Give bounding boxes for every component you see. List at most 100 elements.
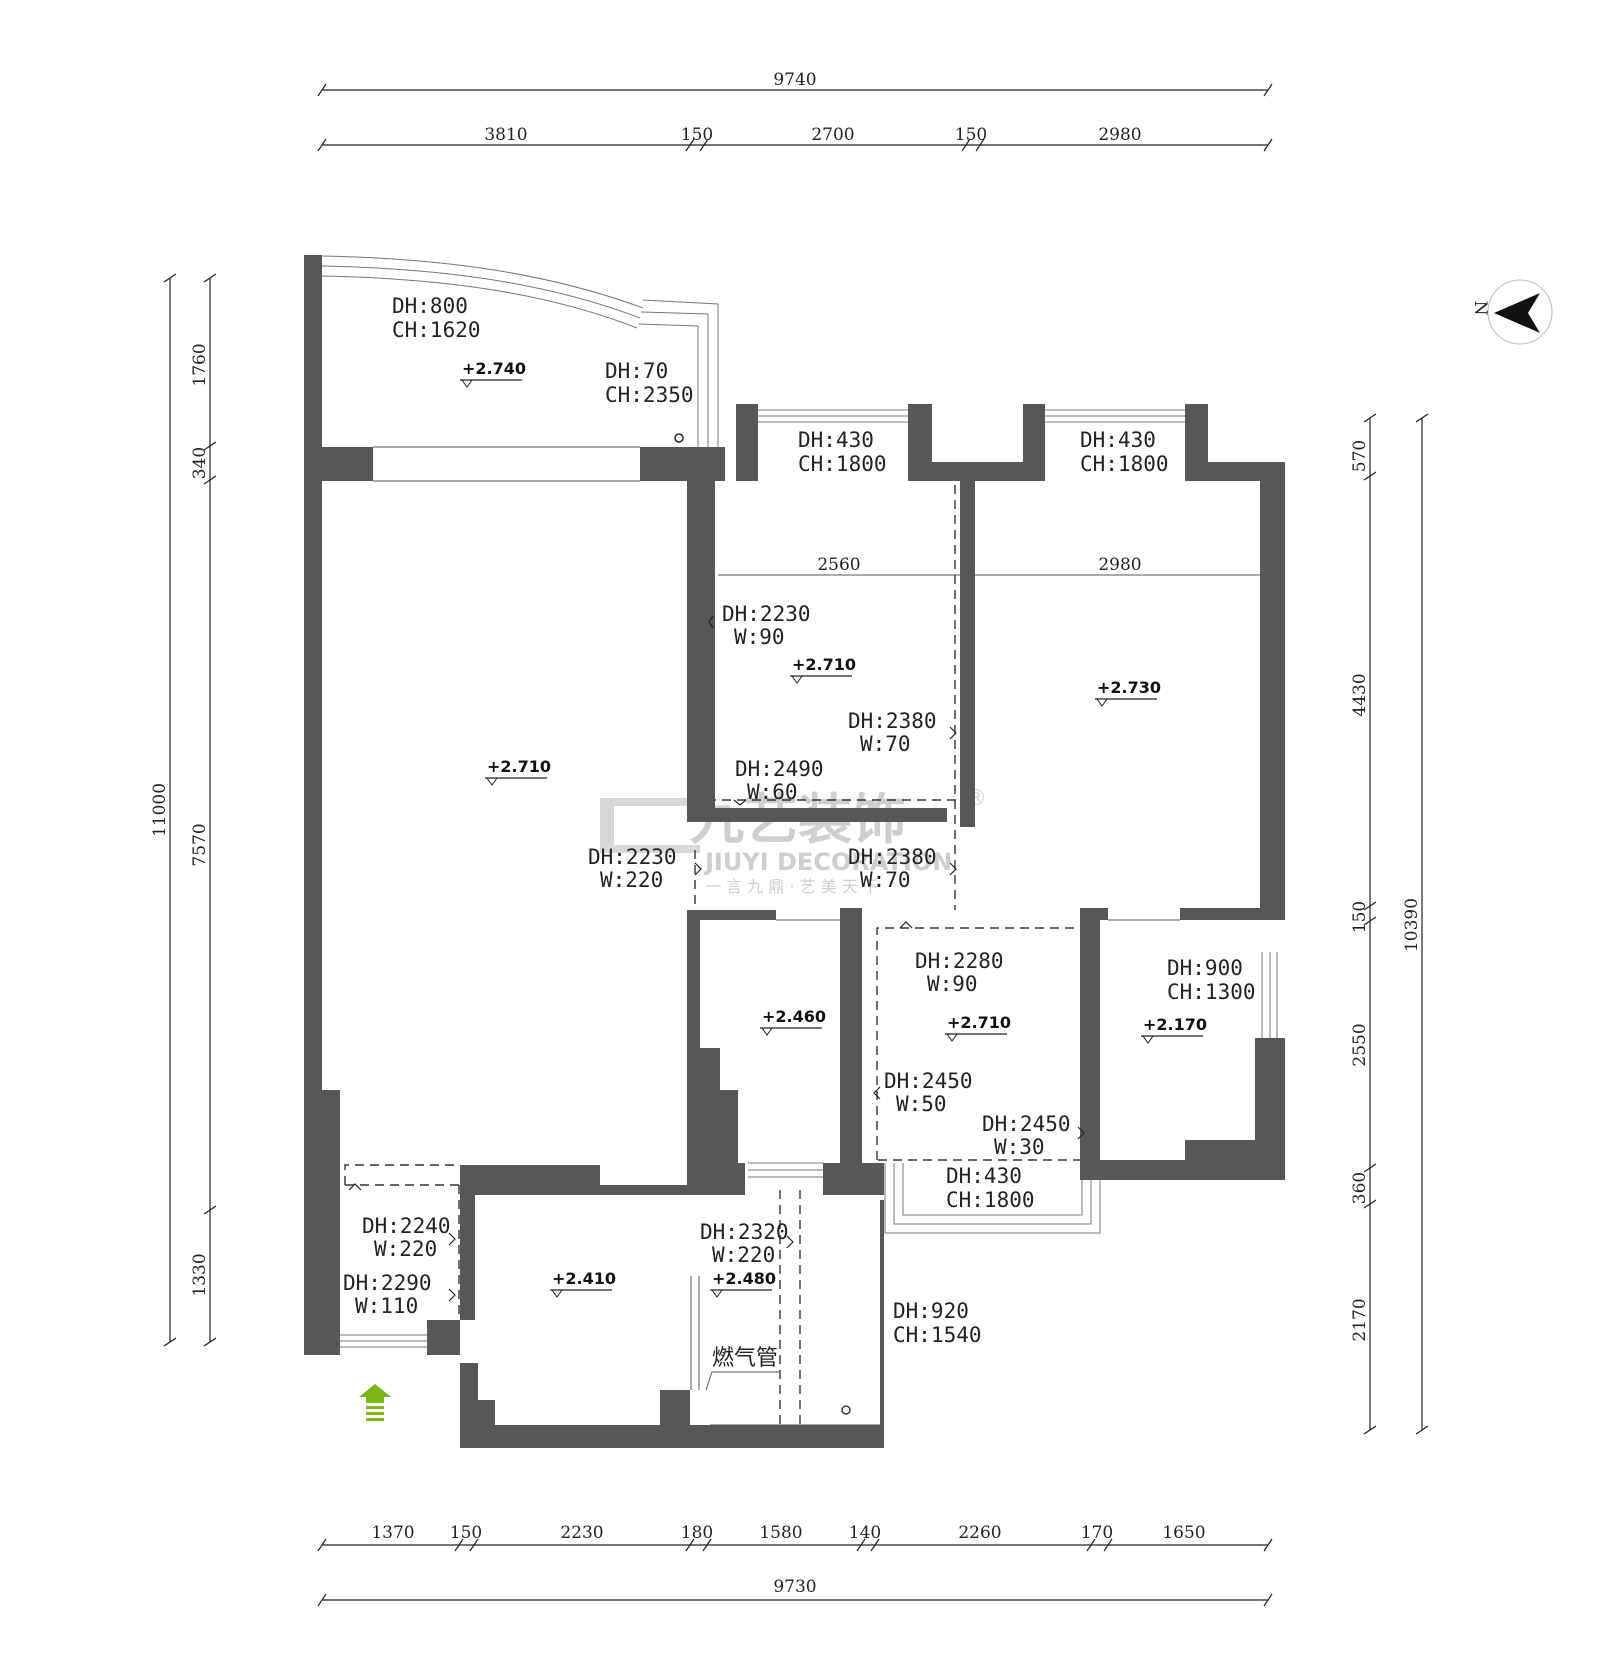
dim-left-seg: 1330 [190, 1253, 210, 1296]
opening-note: DH:430 [798, 428, 874, 452]
svg-text:+2.710: +2.710 [792, 655, 856, 674]
dim-left-seg: 1760 [190, 343, 210, 386]
opening-note: DH:2380 [848, 709, 937, 733]
opening-note: DH:2380 [848, 845, 937, 869]
dim-top-seg: 2700 [811, 125, 854, 145]
dim-room-width: 2560 [817, 555, 860, 575]
gas-pipe-label: 燃气管 [712, 1346, 778, 1371]
opening-note: DH:430 [946, 1164, 1022, 1188]
dimension-lines [163, 83, 1429, 1607]
dimension-labels: 9740 3810 150 2700 150 2980 1370 150 223… [150, 70, 1422, 1597]
opening-note: DH:2490 [735, 757, 824, 781]
opening-note: DH:2240 [362, 1214, 451, 1238]
dim-left-seg: 7570 [190, 823, 210, 866]
dim-right-seg: 4430 [1350, 673, 1370, 716]
walls [304, 255, 1285, 1448]
svg-text:+2.480: +2.480 [712, 1269, 776, 1288]
opening-note: CH:2350 [605, 383, 694, 407]
opening-note: DH:900 [1167, 956, 1243, 980]
opening-note: DH:2450 [982, 1112, 1071, 1136]
opening-note: CH:1800 [946, 1188, 1035, 1212]
watermark: 九艺装饰 ® JIUYI DECORATION 一 言 九 鼎 · 艺 美 天 … [600, 786, 987, 896]
dim-bottom-total: 9730 [773, 1577, 816, 1597]
watermark-slogan: 一 言 九 鼎 · 艺 美 天 下 [705, 877, 879, 896]
dim-bottom-seg: 150 [450, 1523, 482, 1543]
dim-right-total: 10390 [1402, 898, 1422, 952]
dim-top-seg: 150 [955, 125, 987, 145]
north-compass-icon: N [1470, 279, 1553, 345]
level-marker: +2.710 [485, 757, 551, 786]
level-marker: +2.460 [760, 1007, 826, 1036]
svg-text:+2.740: +2.740 [462, 359, 526, 378]
level-marker: +2.710 [945, 1013, 1011, 1042]
door-markers [348, 615, 1085, 1302]
opening-note: DH:2450 [884, 1069, 973, 1093]
opening-note: CH:1300 [1167, 980, 1256, 1004]
dim-left-seg: 340 [190, 447, 210, 479]
dim-right-seg: 360 [1350, 1172, 1370, 1204]
opening-note: DH:800 [392, 294, 468, 318]
svg-text:+2.410: +2.410 [552, 1269, 616, 1288]
dim-right-seg: 150 [1350, 901, 1370, 933]
dim-bottom-seg: 140 [849, 1523, 881, 1543]
opening-note: DH:2230 [722, 602, 811, 626]
opening-note: W:70 [860, 732, 911, 756]
dim-top-seg: 3810 [484, 125, 527, 145]
level-marker: +2.410 [550, 1269, 616, 1298]
opening-notes: DH:800 CH:1620 DH:70 CH:2350 DH:430 CH:1… [343, 294, 1256, 1347]
opening-note: W:60 [747, 780, 798, 804]
opening-note: W:220 [712, 1243, 775, 1267]
opening-note: DH:2290 [343, 1271, 432, 1295]
opening-note: W:220 [600, 868, 663, 892]
dim-right-seg: 2550 [1350, 1023, 1370, 1066]
opening-note: DH:430 [1080, 428, 1156, 452]
svg-text:+2.730: +2.730 [1097, 678, 1161, 697]
opening-note: W:50 [896, 1092, 947, 1116]
opening-note: W:90 [927, 972, 978, 996]
opening-note: DH:2230 [588, 845, 677, 869]
svg-text:+2.710: +2.710 [487, 757, 551, 776]
windows [321, 255, 1278, 1415]
svg-text:+2.460: +2.460 [762, 1007, 826, 1026]
watermark-latin: JIUYI DECORATION [703, 848, 952, 876]
dim-room-width: 2980 [1098, 555, 1141, 575]
opening-note: W:90 [734, 625, 785, 649]
opening-note: CH:1540 [893, 1323, 982, 1347]
opening-note: CH:1800 [1080, 452, 1169, 476]
opening-note: DH:2320 [700, 1220, 789, 1244]
dim-right-seg: 2170 [1350, 1298, 1370, 1341]
dim-bottom-seg: 2230 [560, 1523, 603, 1543]
dim-right-seg: 570 [1350, 440, 1370, 472]
opening-note: W:70 [860, 868, 911, 892]
opening-note: CH:1800 [798, 452, 887, 476]
level-marker: +2.730 [1095, 678, 1161, 707]
dim-bottom-seg: 180 [681, 1523, 713, 1543]
opening-note: CH:1620 [392, 318, 481, 342]
level-marker: +2.170 [1141, 1015, 1207, 1044]
dim-top-seg: 150 [681, 125, 713, 145]
level-marker: +2.740 [460, 359, 526, 388]
compass-label: N [1470, 301, 1490, 316]
dim-bottom-seg: 1580 [759, 1523, 802, 1543]
opening-note: W:110 [355, 1294, 418, 1318]
entry-arrow-icon [359, 1384, 391, 1421]
opening-note: DH:920 [893, 1299, 969, 1323]
dim-bottom-seg: 170 [1081, 1523, 1113, 1543]
dim-top-total: 9740 [773, 70, 816, 90]
dim-bottom-seg: 1650 [1162, 1523, 1205, 1543]
level-markers: +2.740 +2.710 +2.710 +2.730 +2.460 +2.71… [460, 359, 1207, 1298]
opening-note: DH:2280 [915, 949, 1004, 973]
level-marker: +2.710 [790, 655, 856, 684]
opening-note: DH:70 [605, 359, 668, 383]
svg-text:+2.170: +2.170 [1143, 1015, 1207, 1034]
dim-bottom-seg: 2260 [958, 1523, 1001, 1543]
gas-pipe-note: 燃气管 [705, 1346, 780, 1391]
svg-text:+2.710: +2.710 [947, 1013, 1011, 1032]
dim-bottom-seg: 1370 [371, 1523, 414, 1543]
dim-top-seg: 2980 [1098, 125, 1141, 145]
opening-note: W:30 [994, 1135, 1045, 1159]
opening-note: W:220 [374, 1237, 437, 1261]
dim-left-total: 11000 [150, 783, 170, 837]
level-marker: +2.480 [710, 1269, 776, 1298]
